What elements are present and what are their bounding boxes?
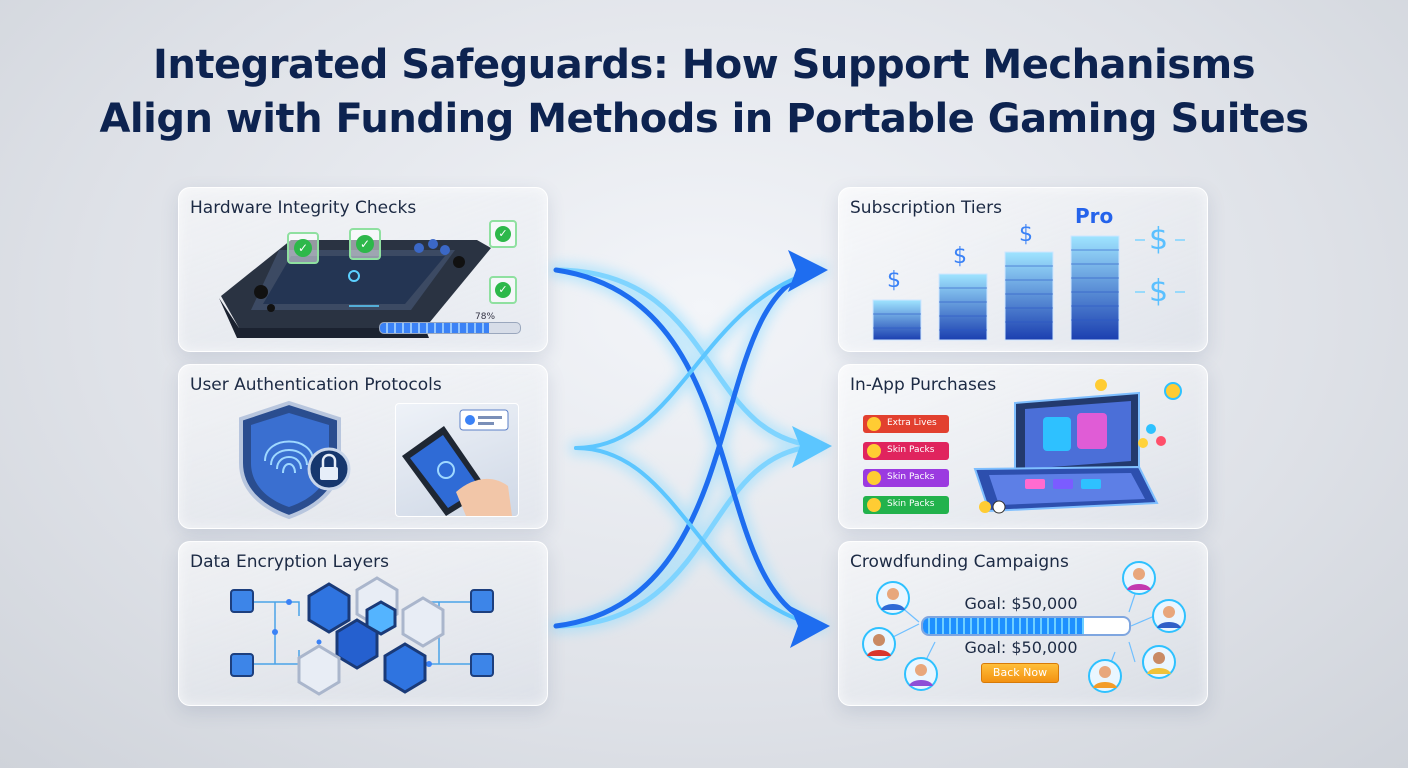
shield-fingerprint-icon [239,400,351,520]
coin-icon [867,471,881,485]
integrity-progress-bar [379,322,521,334]
purchase-item-label: Skin Packs [887,445,935,455]
crowdfunding-goal-bottom: Goal: $50,000 [964,638,1078,657]
backer-network-illustration [862,561,1186,693]
purchase-item-label: Skin Packs [887,499,935,509]
coin-icon [1164,382,1182,400]
check-box: ✓ [489,220,517,248]
crowdfunding-goal-top: Goal: $50,000 [964,594,1078,613]
dollar-icon: $ [953,244,967,269]
coin-icon [867,444,881,458]
panel-title: Subscription Tiers [850,198,1002,218]
dollar-icon: $ [1019,222,1033,247]
dollar-icon: $ [887,268,901,293]
tier-bars-illustration [872,235,1185,341]
check-box: ✓ [349,228,381,260]
purchase-item-extra-lives[interactable]: Extra Lives [863,415,949,433]
check-icon: ✓ [495,226,511,242]
purchase-item-label: Extra Lives [887,418,937,428]
panel-crowdfunding-campaigns: Crowdfunding Campaigns [838,541,1208,706]
check-icon: ✓ [356,235,374,253]
panel-title: Crowdfunding Campaigns [850,552,1069,572]
title-line-2: Align with Funding Methods in Portable G… [99,96,1309,142]
tier-bar-2 [938,273,988,341]
progress-percent-label: 78% [475,312,496,322]
tier-bar-1 [872,299,922,341]
phone-scan-illustration [395,403,519,517]
panel-data-encryption-layers: Data Encryption Layers [178,541,548,706]
flow-line-encryption-to-subscription [553,267,823,629]
pro-tier-label: Pro [1075,204,1114,228]
avatar-icon [1152,599,1186,633]
hexagon-cube-icon [230,576,494,696]
avatar-icon [862,627,896,661]
crowdfunding-progress-bar [921,616,1131,636]
purchase-item-label: Skin Packs [887,472,935,482]
panel-subscription-tiers: Subscription Tiers $ $ $ Pro $ $ [838,187,1208,352]
foldable-handheld-illustration [973,379,1182,514]
tier-bar-4 [1070,235,1120,341]
purchase-item-skin-pack[interactable]: Skin Packs [863,496,949,514]
panel-in-app-purchases: In-App Purchases Extra Lives Skin Packs … [838,364,1208,529]
coin-icon [867,498,881,512]
coin-icon [992,500,1006,514]
panel-user-authentication-protocols: User Authentication Protocols [178,364,548,529]
panel-title: In-App Purchases [850,375,997,395]
back-now-button[interactable]: Back Now [981,663,1059,683]
coin-icon [867,417,881,431]
arrow-head-subscription [788,250,828,292]
purchase-item-skin-pack[interactable]: Skin Packs [863,469,949,487]
panel-title: Hardware Integrity Checks [190,198,417,218]
panel-title: Data Encryption Layers [190,552,389,572]
coin-icon [1095,379,1107,391]
flow-line-encryption-to-inapp [553,443,823,629]
avatar-icon [1122,561,1156,595]
page-title: Integrated Safeguards: How Support Mecha… [0,38,1408,146]
dollar-icon: $ [1149,222,1169,257]
avatar-icon [1088,659,1122,693]
phone-icon [402,409,512,516]
check-icon: ✓ [495,282,511,298]
avatar-icon [876,581,910,615]
small-cube-icons [230,589,494,677]
check-icon: ✓ [294,239,312,257]
coin-icon [979,501,991,513]
dollar-icon: $ [1149,274,1169,309]
hexagon-cluster [297,576,445,696]
panel-hardware-integrity-checks: Hardware Integrity Checks ✓ ✓ ✓ ✓ 78% [178,187,548,352]
integrity-progress-fill [380,323,490,333]
flow-line-auth-to-crowdfunding [574,446,822,628]
check-box: ✓ [287,232,319,264]
flow-line-auth-to-subscription [574,268,822,450]
avatar-icon [904,657,938,691]
tier-bar-3 [1004,251,1054,341]
arrow-head-crowdfunding [790,606,830,648]
check-box: ✓ [489,276,517,304]
panel-title: User Authentication Protocols [190,375,442,395]
purchase-item-skin-pack[interactable]: Skin Packs [863,442,949,460]
title-line-1: Integrated Safeguards: How Support Mecha… [152,42,1256,88]
arrow-head-inapp [792,426,832,468]
crowdfunding-progress-fill [923,618,1084,634]
avatar-icon [1142,645,1176,679]
